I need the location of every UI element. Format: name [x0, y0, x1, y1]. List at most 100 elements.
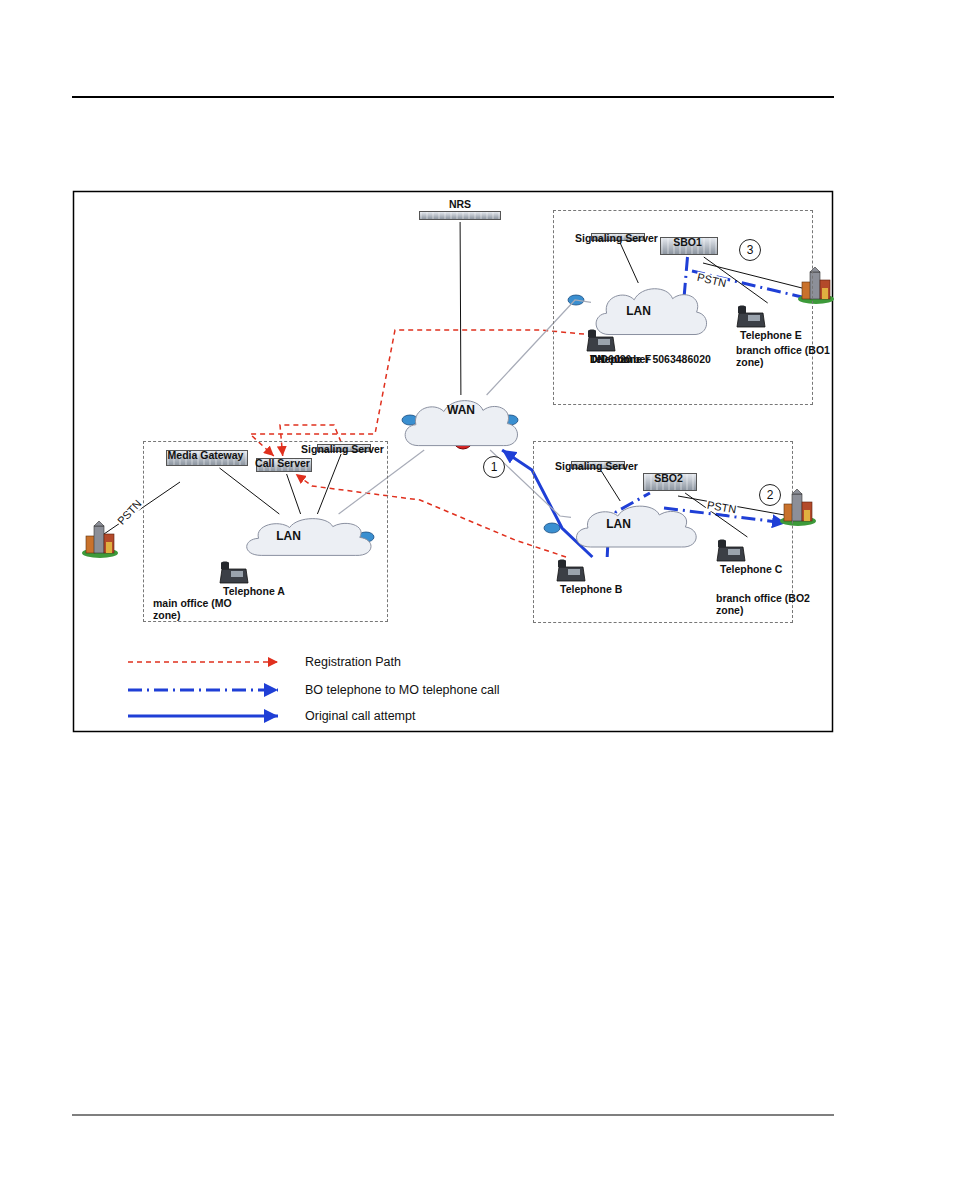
cloud-shape	[241, 514, 376, 559]
line-label: PSTN	[115, 497, 144, 527]
connector	[287, 474, 301, 514]
node-label: Telephone E	[736, 328, 835, 342]
office-zone: branch office (BO1 zone)Signaling Server…	[553, 210, 813, 405]
page-rules	[72, 97, 834, 1115]
server-box: SBO2	[619, 471, 720, 493]
telephone-body	[220, 569, 248, 583]
telephone-icon	[586, 328, 616, 352]
network-cloud: WAN	[400, 395, 522, 450]
telephone-body	[717, 547, 745, 561]
cloud-shape	[571, 501, 701, 551]
building-icon	[798, 267, 834, 304]
node-label: Call Server	[235, 457, 330, 469]
telephone-display	[598, 339, 610, 345]
node-label: SBO2	[621, 472, 716, 484]
connector	[250, 330, 584, 456]
cloud-outline	[577, 506, 697, 547]
legend-sample	[128, 661, 278, 663]
server-box: Signaling Server	[547, 459, 648, 471]
node-label: LAN	[571, 518, 666, 530]
legend-text: Registration Path	[305, 655, 401, 669]
page-rules	[72, 96, 834, 98]
pstn-wire	[104, 263, 802, 534]
line-label: PSTN	[695, 271, 728, 289]
cloud-shape	[591, 283, 711, 339]
pstn-wire	[104, 482, 180, 534]
node-label: Signaling Server	[295, 443, 390, 455]
node-label: branch office (BO2 zone)	[716, 592, 811, 616]
node-label: Media Gateway	[158, 449, 253, 461]
connector	[339, 450, 425, 514]
legend-text: Original call attempt	[305, 709, 415, 723]
building-icon	[82, 521, 118, 558]
figure-frame	[74, 192, 833, 732]
connector	[601, 471, 620, 501]
telephone-handset	[588, 330, 596, 338]
server-box: Signaling Server	[293, 442, 394, 454]
cloud-outline	[247, 519, 371, 556]
node-label: Telephone B	[556, 582, 655, 596]
server-icon	[419, 211, 501, 220]
server-box: Media Gateway	[156, 448, 257, 468]
server-box: NRS	[415, 197, 505, 222]
node-label: main office (MO zone)	[153, 597, 248, 621]
node-label: LAN	[591, 305, 686, 317]
telephone-display	[748, 315, 760, 321]
line-label: PSTN	[706, 499, 739, 515]
telephone-body	[737, 313, 765, 327]
legend-sample	[128, 689, 278, 692]
telephone: Telephone B	[554, 557, 659, 584]
telephone-icon	[219, 560, 249, 584]
node-label: Signaling Server	[549, 460, 644, 472]
telephone-icon	[736, 304, 766, 328]
node-label: Signaling Server	[569, 232, 664, 244]
node-label: WAN	[400, 404, 522, 416]
telephone-handset	[221, 562, 229, 570]
node-label: Telephone C	[716, 562, 815, 576]
office-zone: branch office (BO2 zone)Signaling Server…	[533, 441, 793, 623]
telephone-body	[587, 337, 615, 351]
telephone: Telephone FDN 6020DID number 5063486020	[584, 327, 719, 354]
connector	[487, 300, 591, 395]
telephone: Telephone A	[217, 559, 322, 586]
telephone: Telephone C	[714, 537, 819, 564]
node-label: SBO1	[640, 236, 735, 248]
telephone: Telephone E	[734, 303, 839, 330]
router-icon	[544, 523, 560, 533]
legend-sample	[128, 715, 278, 718]
telephone-icon	[716, 538, 746, 562]
bo-call-path	[692, 271, 806, 298]
callout-number: 1	[483, 456, 505, 478]
connector	[685, 493, 747, 537]
legend-text: BO telephone to MO telephone call	[305, 683, 500, 697]
telephone-display	[231, 571, 243, 577]
node-label: Telephone A	[219, 584, 318, 598]
telephone-display	[568, 569, 580, 575]
network-cloud: LAN	[241, 514, 376, 559]
office-zone: main office (MO zone) Media GatewayCall S…	[143, 441, 388, 622]
connector	[460, 222, 462, 395]
network-cloud: LAN	[591, 283, 711, 339]
server-box: SBO1	[638, 235, 739, 257]
telephone-display	[728, 549, 740, 555]
connector	[220, 468, 280, 514]
telephone-icon	[556, 558, 586, 582]
telephone-handset	[738, 306, 746, 314]
legend-sample	[128, 662, 278, 716]
network-cloud: LAN	[571, 501, 701, 551]
connector	[620, 243, 638, 283]
node-label: NRS	[417, 198, 503, 210]
connector	[317, 454, 341, 514]
node-label: LAN	[241, 530, 336, 542]
callout-number: 2	[759, 484, 781, 506]
server-box: Call Server	[233, 456, 334, 474]
telephone-handset	[558, 560, 566, 568]
telephone-body	[557, 567, 585, 581]
cloud-outline	[596, 289, 706, 335]
callout-number: 3	[739, 239, 761, 261]
telephone-handset	[718, 540, 726, 548]
node-label: branch office (BO1 zone)	[736, 344, 831, 368]
page-rules	[72, 1114, 834, 1115]
